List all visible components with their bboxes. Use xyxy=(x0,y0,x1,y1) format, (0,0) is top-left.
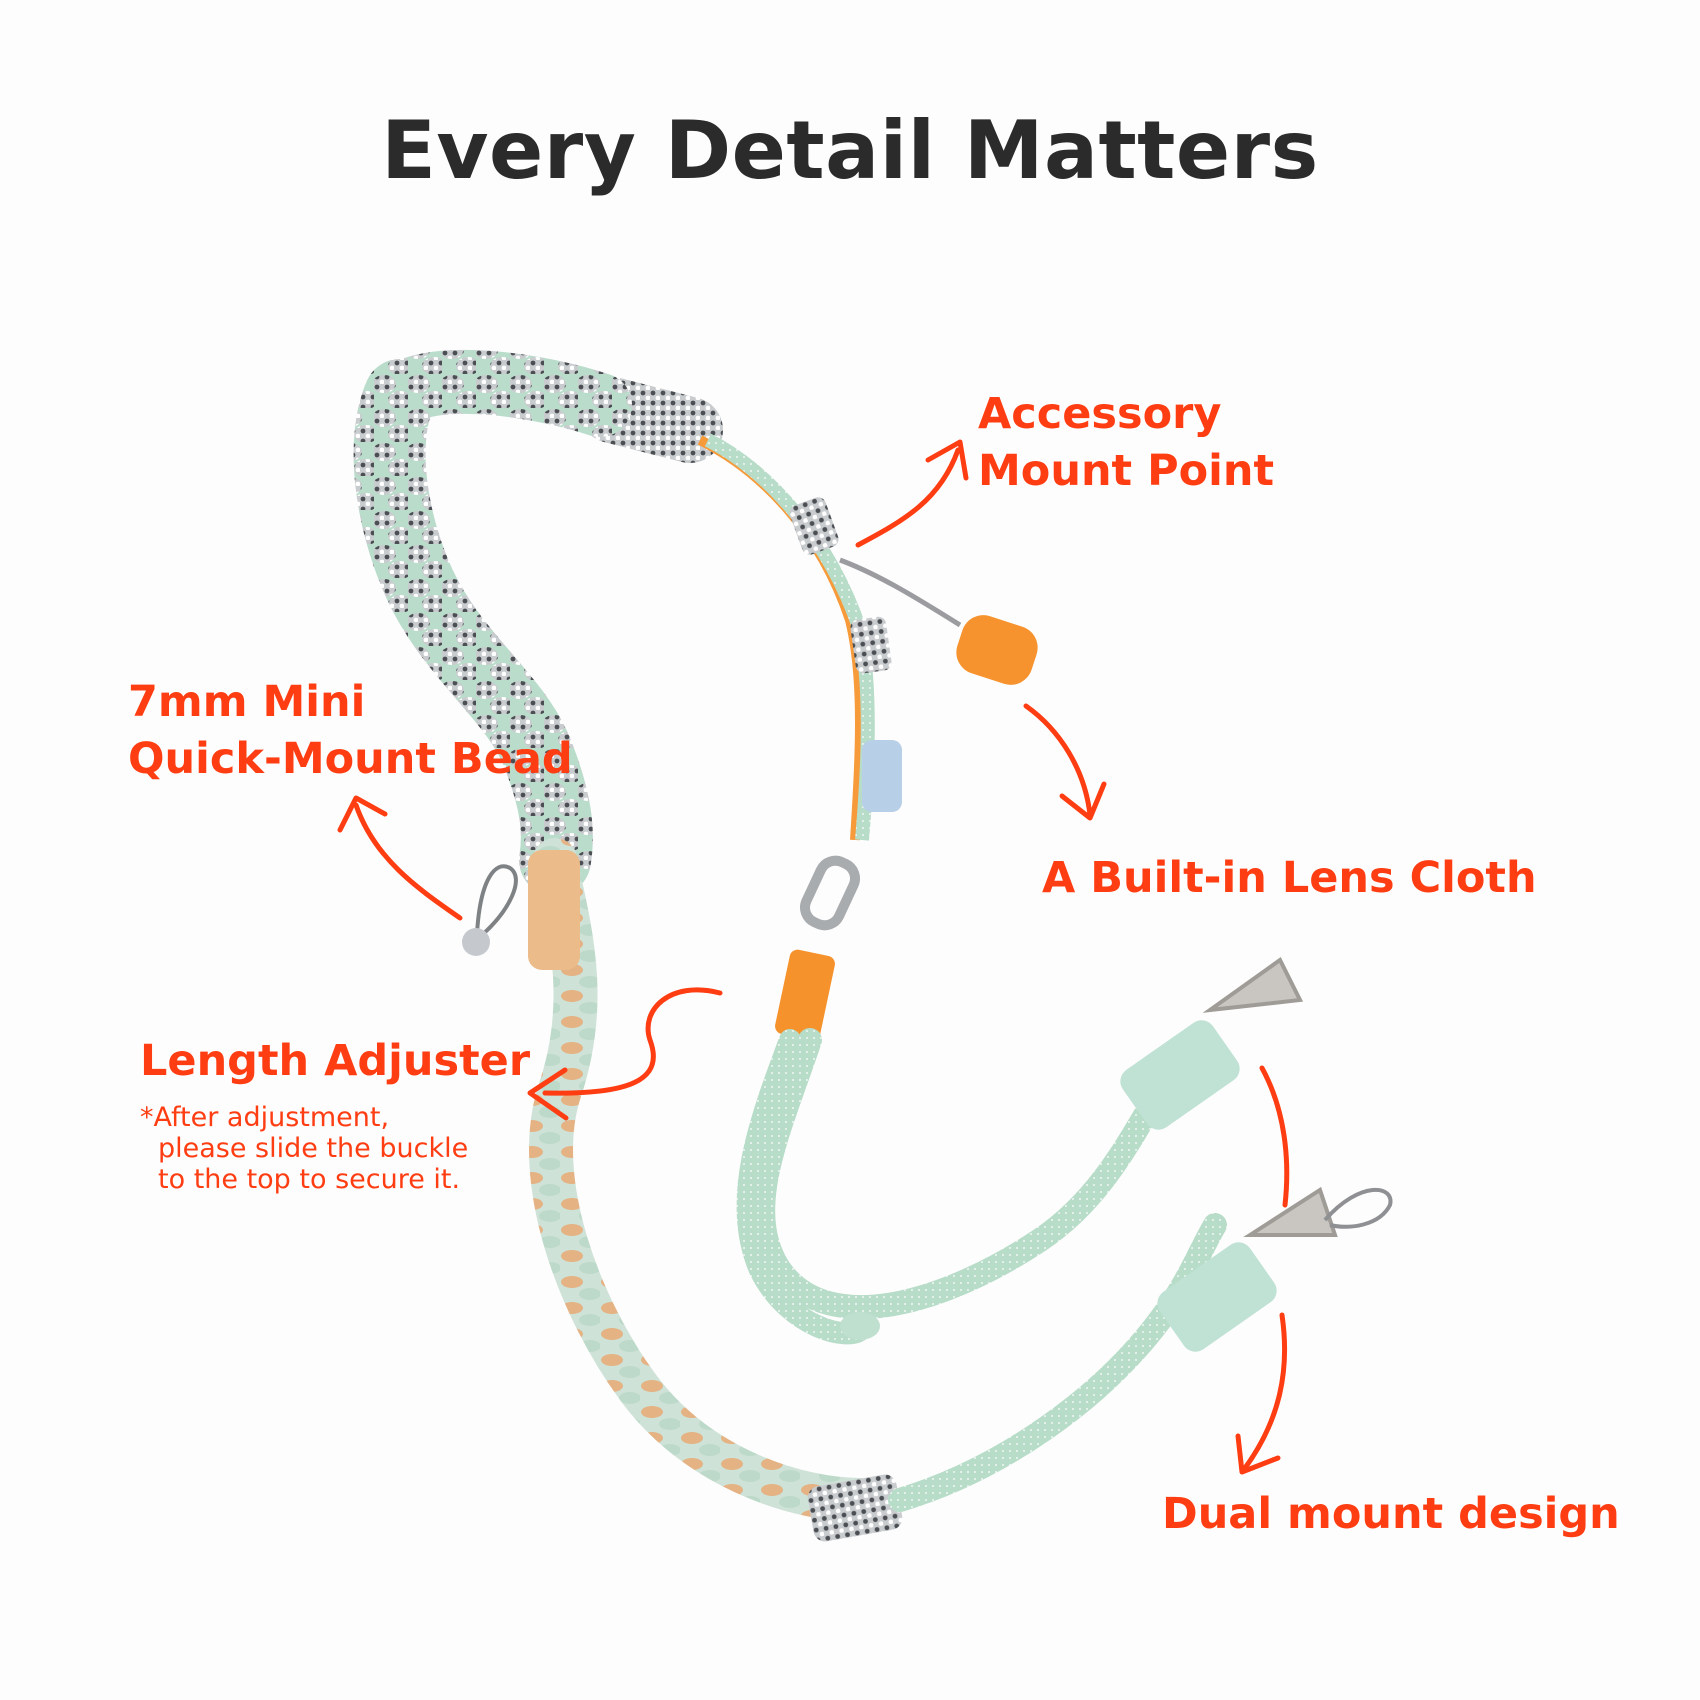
bottom-sleeve xyxy=(807,1474,903,1542)
blue-wrap xyxy=(862,740,902,812)
note-line2: please slide the buckle xyxy=(158,1133,469,1164)
callout-mini-bead-line2: Quick-Mount Bead xyxy=(128,734,573,784)
mini-bead-loop xyxy=(475,864,518,937)
callout-accessory-mount-line2: Mount Point xyxy=(978,446,1275,496)
callout-mini-bead: 7mm Mini Quick-Mount Bead xyxy=(128,674,573,788)
callout-accessory-mount-line1: Accessory xyxy=(978,389,1222,439)
upper-metal-clip xyxy=(1202,957,1304,1013)
lens-cloth-pouch xyxy=(956,615,1038,685)
callout-mini-bead-line1: 7mm Mini xyxy=(128,677,366,727)
note-line3: to the top to secure it. xyxy=(158,1164,461,1195)
callout-lens-cloth: A Built-in Lens Cloth xyxy=(1042,853,1537,903)
upper-leather-tab xyxy=(1120,1020,1240,1130)
tan-sleeve xyxy=(528,850,580,970)
callout-dual-mount: Dual mount design xyxy=(1162,1489,1620,1539)
callout-length-adjuster: Length Adjuster xyxy=(140,1036,531,1086)
lower-leather-tab xyxy=(1157,1242,1277,1352)
note-line1: *After adjustment, xyxy=(140,1102,390,1133)
carabiner xyxy=(800,855,860,931)
braided-length-adjuster xyxy=(529,838,882,1522)
length-adjuster-note: *After adjustment, please slide the buck… xyxy=(140,1102,468,1195)
page-title: Every Detail Matters xyxy=(381,104,1319,197)
cord-bead xyxy=(789,497,839,555)
lower-metal-clip xyxy=(1243,1186,1338,1237)
cord-bead xyxy=(850,616,892,674)
woven-shoulder-pad xyxy=(353,359,593,896)
orange-sleeve xyxy=(775,949,835,1041)
mini-bead xyxy=(462,928,490,956)
mint-cord-inner xyxy=(736,1029,871,1345)
mint-cord-outer xyxy=(751,1028,1172,1320)
callout-accessory-mount: Accessory Mount Point xyxy=(978,386,1274,500)
